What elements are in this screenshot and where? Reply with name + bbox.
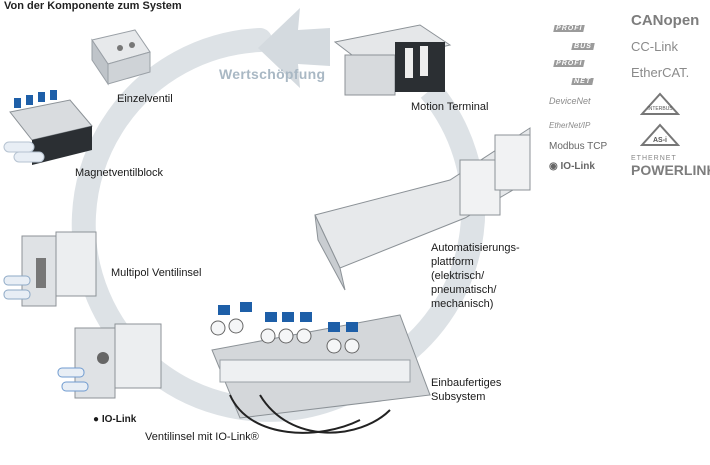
ethernetip-logo: EtherNet/IP	[549, 121, 591, 130]
interbus-text: INTERBUS	[647, 106, 673, 112]
cycle-ring-right	[388, 82, 486, 370]
label-automatisierung-line: pneumatisch/	[431, 284, 497, 296]
motion-terminal-image	[333, 24, 452, 96]
profibus-top: PROFI	[553, 25, 586, 32]
powerlink-logo: POWERLINK	[631, 162, 710, 178]
label-subsystem-line: Subsystem	[431, 391, 486, 403]
ethernet-small-text: ETHERNET	[631, 155, 677, 162]
iolink-valve-terminal-image	[57, 323, 162, 399]
label-magnetventilblock: Magnetventilblock	[75, 167, 164, 179]
profinet-top: PROFI	[553, 60, 586, 67]
profinet-bottom: NET	[571, 78, 594, 85]
ethercat-logo: EtherCAT.	[631, 65, 690, 80]
label-multipol: Multipol Ventilinsel	[111, 267, 202, 279]
interbus-logo: INTERBUS	[640, 92, 680, 115]
label-automatisierung-line: plattform	[431, 256, 474, 268]
label-automatisierung-line: Automatisierungs-	[431, 242, 520, 254]
label-ventilinsel-iolink: Ventilinsel mit IO-Link®	[145, 431, 259, 443]
profibus-logo: PROFI BUS	[553, 17, 595, 53]
single-valve-image	[91, 29, 151, 86]
multipole-valve-terminal-image	[3, 231, 97, 307]
automation-platform-image	[314, 127, 531, 291]
label-automatisierung-line: (elektrisch/	[431, 270, 485, 282]
devicenet-logo: DeviceNet	[549, 96, 591, 106]
iolink-badge-icon: ●	[93, 414, 100, 425]
label-automatisierung-line: mechanisch)	[431, 298, 494, 310]
page-title: Von der Komponente zum System	[4, 0, 182, 12]
iolink-logo: ◉ IO-Link	[549, 161, 595, 172]
cclink-logo: CC-Link	[631, 39, 678, 54]
asi-logo: AS-i	[640, 123, 680, 146]
subsystem-image	[210, 302, 431, 434]
label-subsystem-line: Einbaufertiges	[431, 377, 502, 389]
iolink-logo-text: IO-Link	[560, 161, 595, 172]
canopen-logo: CANopen	[631, 12, 700, 29]
solenoid-valve-block-image	[3, 90, 93, 165]
label-subsystem: Einbaufertiges Subsystem	[431, 376, 501, 404]
modbus-logo: Modbus TCP	[549, 141, 608, 152]
iolink-badge: ● IO-Link	[93, 413, 136, 427]
iolink-logo-icon: ◉	[549, 161, 558, 172]
label-einzelventil: Einzelventil	[117, 93, 173, 105]
asi-text: AS-i	[653, 137, 667, 144]
profibus-bottom: BUS	[571, 43, 595, 50]
label-motion-terminal: Motion Terminal	[411, 101, 489, 113]
profinet-logo: PROFI NET	[553, 52, 594, 88]
label-automatisierung: Automatisierungs- plattform (elektrisch/…	[431, 241, 520, 311]
iolink-badge-text: IO-Link	[101, 414, 137, 425]
cycle-label: Wertschöpfung	[219, 66, 326, 82]
cycle-arrow-head	[258, 8, 330, 88]
